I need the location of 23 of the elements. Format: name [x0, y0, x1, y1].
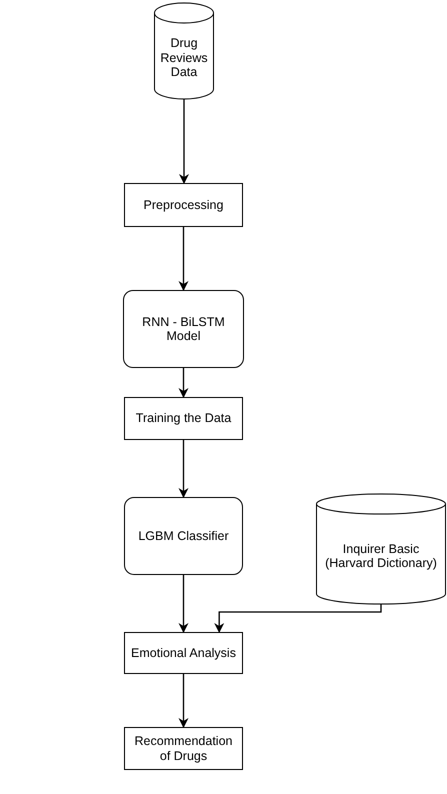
process-box — [124, 397, 243, 440]
node-label: Recommendation of Drugs — [134, 734, 234, 763]
database-cylinder — [316, 494, 446, 604]
process-box — [124, 183, 243, 227]
rounded-process-box — [124, 497, 243, 575]
node-label: RNN - BiLSTM Model — [141, 314, 226, 344]
arrow — [178, 440, 188, 498]
rounded-process-box — [123, 290, 244, 368]
database-cylinder — [154, 3, 214, 99]
process-box — [124, 727, 243, 770]
arrow — [178, 575, 188, 633]
node-label: Drug Reviews Data — [159, 36, 209, 80]
node-label: Emotional Analysis — [130, 646, 237, 660]
process-box — [124, 632, 243, 674]
arrow — [214, 604, 382, 633]
node-label: Inquirer Basic (Harvard Dictionary) — [324, 542, 438, 570]
arrow — [179, 99, 189, 184]
arrow — [178, 368, 188, 398]
arrow — [178, 227, 188, 291]
node-label: Preprocessing — [142, 198, 224, 212]
node-label: Training the Data — [134, 411, 232, 426]
node-label: LGBM Classifier — [137, 528, 230, 544]
arrow — [178, 674, 188, 728]
